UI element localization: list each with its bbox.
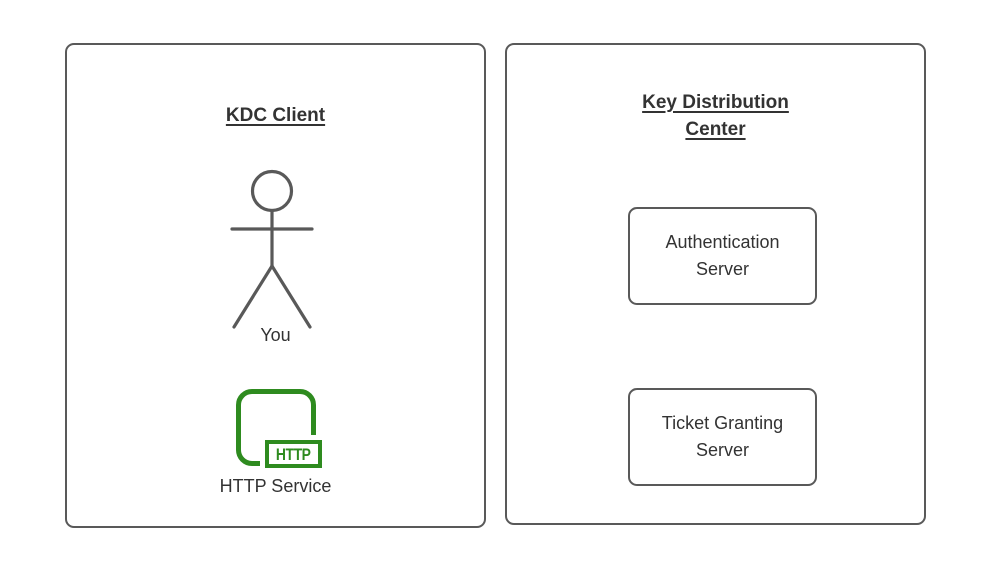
client-panel-title: KDC Client xyxy=(225,105,326,126)
kdc-client-panel: KDC Client You HTTP HTTP Service xyxy=(65,43,486,528)
ticket-granting-server-node: Ticket Granting Server xyxy=(628,388,817,486)
http-service-label: HTTP Service xyxy=(219,476,332,496)
authentication-server-node: Authentication Server xyxy=(628,207,817,305)
key-distribution-center-panel: Key Distribution Center Authentication S… xyxy=(505,43,926,525)
person-label: You xyxy=(260,325,291,345)
kdc-panel-title: Key Distribution Center xyxy=(642,92,789,140)
http-badge-label: HTTP xyxy=(276,444,311,464)
person-stick-figure-icon xyxy=(230,169,314,329)
http-badge: HTTP xyxy=(265,440,322,468)
